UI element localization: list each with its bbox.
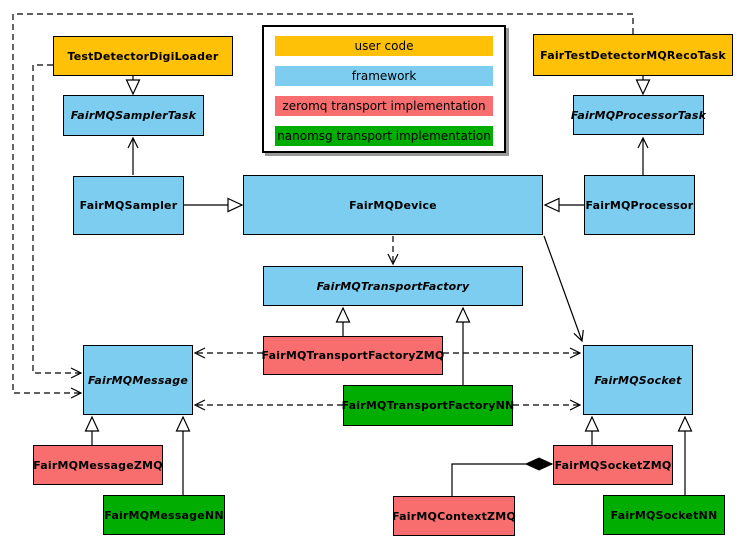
node-fairmqsampler: FairMQSampler [73, 176, 184, 235]
node-fairmqsocketnn: FairMQSocketNN [603, 495, 725, 535]
node-fairmqprocessor: FairMQProcessor [584, 175, 695, 235]
edge-contextzmq-socketzmq [451, 464, 552, 496]
legend-item-zeromq: zeromq transport implementation [275, 96, 493, 116]
legend-item-nanomsg: nanomsg transport implementation [275, 126, 493, 146]
node-testdetectordigiloader: TestDetectorDigiLoader [53, 36, 233, 76]
node-fairmqsocketzmq: FairMQSocketZMQ [553, 445, 673, 485]
node-fairmqtransportfactory: FairMQTransportFactory [263, 266, 523, 306]
node-fairmqcontextzmq: FairMQContextZMQ [392, 496, 516, 536]
node-fairmqdevice: FairMQDevice [243, 175, 543, 235]
edge-recotask-message [12, 13, 634, 399]
legend: user code framework zeromq transport imp… [262, 25, 506, 153]
edge-digiloader-message [32, 64, 83, 379]
node-fairmqtransportfactorynn: FairMQTransportFactoryNN [342, 385, 514, 426]
node-fairmqprocessortask: FairMQProcessorTask [571, 95, 706, 135]
node-fairmqsamplertask: FairMQSamplerTask [63, 95, 204, 136]
node-fairmqsocket: FairMQSocket [583, 345, 693, 415]
legend-item-user-code: user code [275, 36, 493, 56]
node-fairmqmessagezmq: FairMQMessageZMQ [33, 445, 163, 485]
legend-item-framework: framework [275, 66, 493, 86]
edge-device-socket [543, 235, 584, 343]
node-fairmqmessagenn: FairMQMessageNN [103, 495, 225, 535]
node-fairmqtransportfactoryzmq: FairMQTransportFactoryZMQ [262, 336, 444, 375]
node-fairtestdetectormqrecotask: FairTestDetectorMQRecoTask [533, 34, 733, 76]
node-fairmqmessage: FairMQMessage [83, 345, 193, 415]
